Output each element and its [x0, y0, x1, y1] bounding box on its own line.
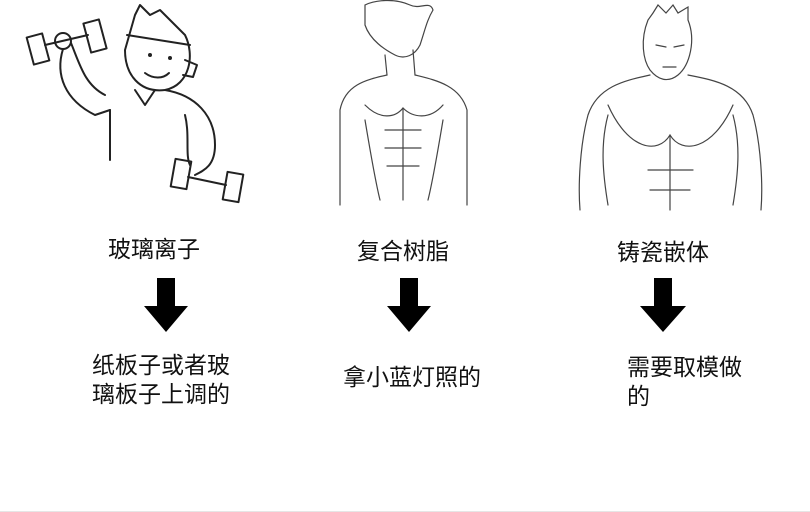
column-2-title: 复合树脂	[357, 239, 449, 265]
down-arrow-icon	[387, 278, 431, 332]
cartoon-weightlifter-icon	[25, 4, 245, 204]
column-1-title: 玻璃离子	[108, 237, 200, 263]
column-2-description: 拿小蓝灯照的	[343, 365, 481, 391]
column-1-description: 纸板子或者玻璃板子上调的	[92, 353, 230, 408]
slim-muscular-torso-icon	[339, 0, 468, 206]
down-arrow-icon	[640, 278, 686, 332]
column-3-title: 铸瓷嵌体	[617, 240, 709, 266]
column-3-description: 需要取模做的	[627, 355, 742, 410]
down-arrow-icon	[144, 278, 188, 332]
bulky-muscular-torso-icon	[578, 3, 763, 211]
